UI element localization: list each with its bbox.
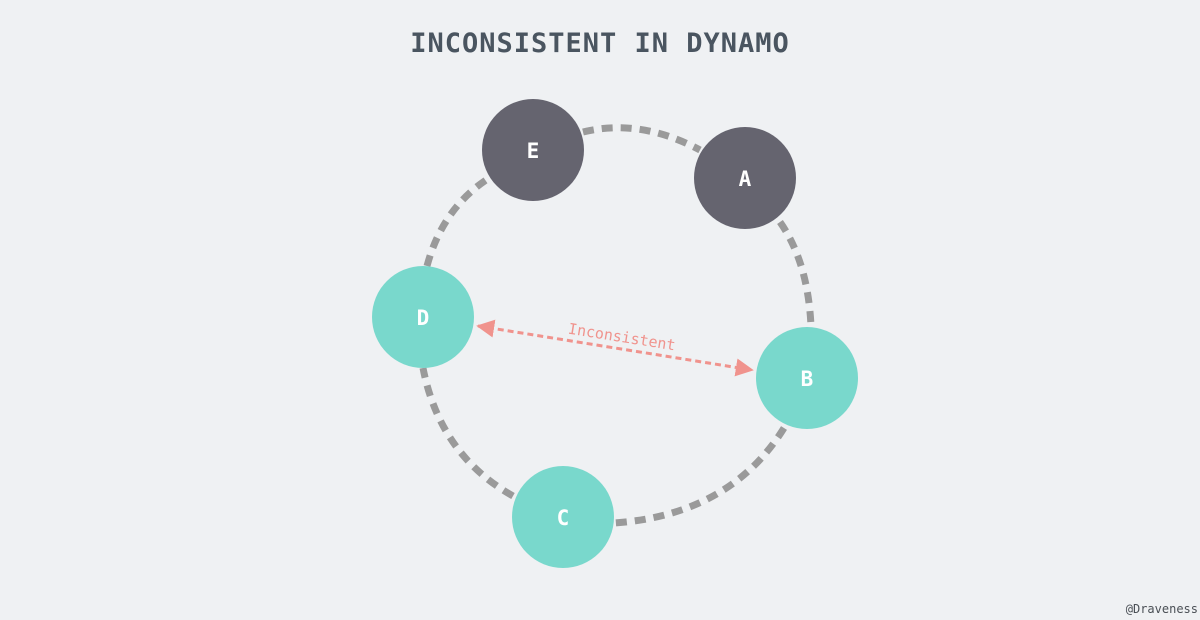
node-d: D — [372, 266, 474, 368]
ring-segment-c-d — [419, 367, 515, 500]
ring-segment-e-a — [582, 124, 702, 154]
node-a-circle — [694, 127, 796, 229]
author-credit: @Draveness — [1125, 602, 1198, 616]
node-b: B — [756, 327, 858, 429]
node-c: C — [512, 466, 614, 568]
node-b-circle — [756, 327, 858, 429]
node-a: A — [694, 127, 796, 229]
ring-segment-b-c — [613, 426, 787, 527]
inconsistent-arrow — [476, 319, 754, 377]
inconsistent-edge: Inconsistent — [476, 319, 754, 377]
node-d-label: D — [417, 306, 430, 330]
ring-segment-d-e — [423, 177, 488, 267]
node-a-label: A — [739, 167, 752, 191]
node-e: E — [482, 99, 584, 201]
node-c-circle — [512, 466, 614, 568]
node-e-label: E — [527, 139, 540, 163]
node-c-label: C — [557, 506, 570, 530]
node-e-circle — [482, 99, 584, 201]
node-b-label: B — [801, 367, 814, 391]
node-d-circle — [372, 266, 474, 368]
hash-ring — [419, 124, 815, 527]
ring-segment-a-b — [777, 219, 815, 327]
diagram-title: INCONSISTENT IN DYNAMO — [410, 28, 790, 59]
